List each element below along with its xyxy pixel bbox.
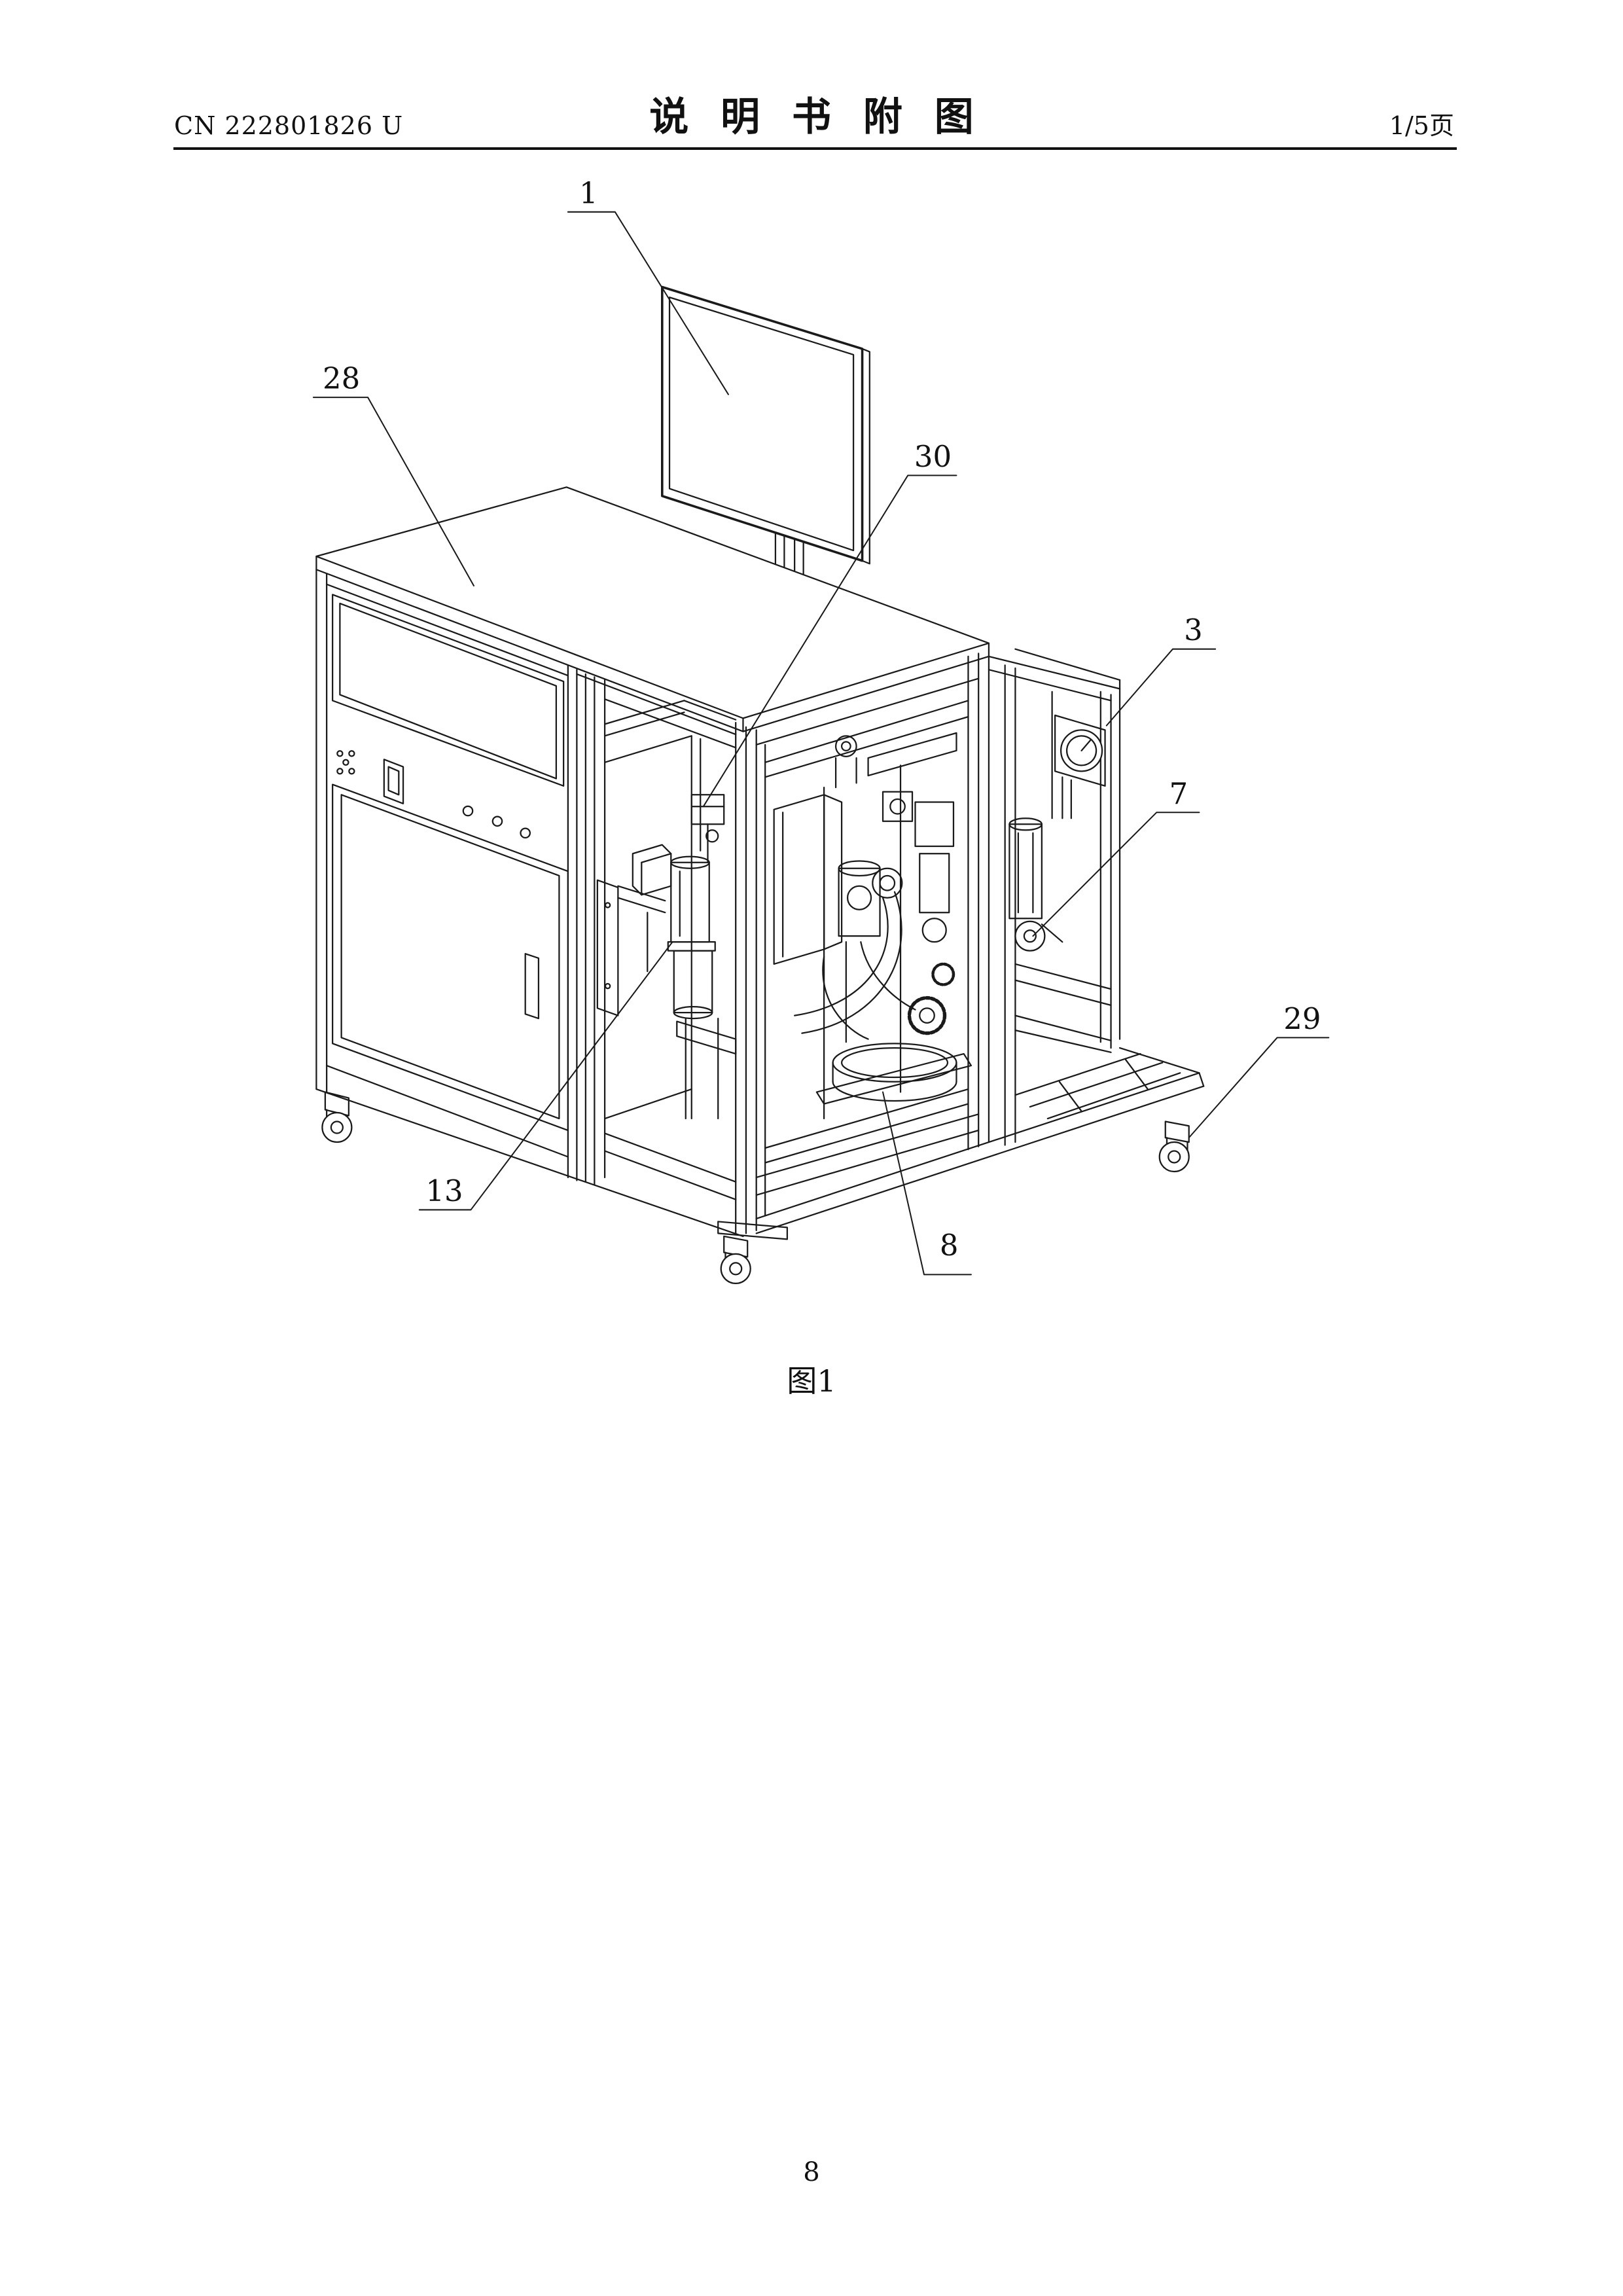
figure-caption: 图1 (0, 1364, 1623, 1398)
reference-numeral: 28 (323, 361, 360, 396)
left-frame-section (577, 674, 736, 1200)
reference-numeral: 3 (1184, 613, 1203, 647)
reference-numeral: 1 (579, 175, 598, 210)
leader-line (568, 212, 728, 395)
caster-wheel-right (1160, 1122, 1189, 1172)
pump (1009, 818, 1062, 950)
display-panel (662, 287, 870, 576)
page-number: 8 (0, 2157, 1623, 2187)
leader-line (1189, 1037, 1329, 1138)
motor-assembly (597, 795, 736, 1119)
reference-numeral: 13 (425, 1174, 463, 1208)
front-corner-post (718, 723, 787, 1239)
table-top (316, 487, 989, 731)
caster-wheel-front (721, 1236, 751, 1283)
reference-numeral: 7 (1169, 776, 1188, 811)
leader-line (1107, 649, 1215, 726)
internal-components (774, 733, 957, 1042)
reference-numeral: 8 (940, 1228, 959, 1263)
reference-numeral: 29 (1283, 1001, 1321, 1036)
machine-drawing (313, 212, 1329, 1283)
reference-numeral: 30 (914, 439, 952, 474)
pressure-gauge (1055, 715, 1105, 818)
leader-line (419, 942, 673, 1210)
leader-line (1033, 812, 1199, 936)
